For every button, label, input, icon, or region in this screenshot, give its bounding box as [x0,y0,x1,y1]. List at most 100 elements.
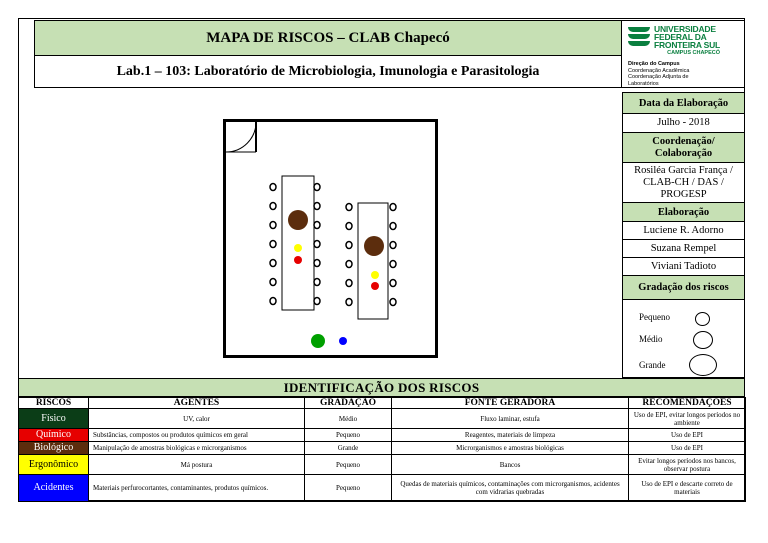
risk-chemical-small [294,256,302,264]
gradacao-legend: Pequeno Médio Grande [622,300,745,378]
stool-icon [345,202,353,212]
stool-icon [269,220,277,230]
logo-line-1: UNIVERSIDADE [654,24,716,34]
elaboracao-name-1: Luciene R. Adorno [622,222,745,240]
legend-small-label: Pequeno [639,312,670,322]
logo-campus: CAMPUS CHAPECÓ [667,50,721,56]
agentes-cell: UV, calor [88,408,305,429]
gradacao-cell: Pequeno [304,474,392,502]
gradacao-cell: Médio [304,408,392,429]
stool-icon [313,239,321,249]
recomendacoes-cell: Uso de EPI [628,428,746,442]
legend-medium-label: Médio [639,334,663,344]
elaboracao-name-2: Suzana Rempel [622,240,745,258]
elaboracao-label: Elaboração [622,203,745,222]
fonte-cell: Quedas de materiais químicos, contaminaç… [391,474,629,502]
stool-icon [313,277,321,287]
risk-table: RISCOS AGENTES GRADAÇÃO FONTE GERADORA R… [18,397,746,502]
coord-label-2: Colaboração [654,147,713,159]
bench-1 [281,175,315,311]
risk-physical-medium [311,334,325,348]
floor-plan [223,119,438,358]
stool-icon [269,258,277,268]
data-value: Julho - 2018 [622,114,745,133]
logo-coord-1: Coordenação Acadêmica [628,67,690,74]
header-riscos: RISCOS [18,397,89,409]
legend-medium-circle [693,331,713,349]
recomendacoes-cell: Uso de EPI, evitar longos períodos no am… [628,408,746,429]
risk-biological-large-2 [364,236,384,256]
risk-ergonomic-small-2 [371,271,379,279]
risco-ergonomico: Ergonômico [18,454,89,475]
floor-plan-drawing [225,121,397,348]
recomendacoes-cell: Uso de EPI [628,441,746,455]
risk-chemical-small-2 [371,282,379,290]
coord-value-2: CLAB-CH / DAS / [643,176,724,188]
bench-2 [357,202,389,320]
stool-icon [269,201,277,211]
page-title: MAPA DE RISCOS – CLAB Chapecó [34,20,622,56]
recomendacoes-cell: Evitar longos períodos nos bancos, obser… [628,454,746,475]
agentes-cell: Má postura [88,454,305,475]
stool-icon [389,297,397,307]
stool-icon [389,278,397,288]
stool-icon [345,278,353,288]
stool-icon [269,239,277,249]
recomendacoes-cell: Uso de EPI e descarte correto de materia… [628,474,746,502]
risco-quimico: Químico [18,428,89,442]
header-recomendacoes: RECOMENDAÇÕES [628,397,746,409]
stool-icon [345,297,353,307]
header-fonte: FONTE GERADORA [391,397,629,409]
stool-icon [345,259,353,269]
risk-biological-large [288,210,308,230]
coord-value-1: Rosiléa Garcia França / [634,164,733,176]
table-row: Biológico Manipulação de amostras biológ… [18,441,746,455]
risco-biologico: Biológico [18,441,89,455]
stool-icon [269,182,277,192]
fonte-cell: Fluxo laminar, estufa [391,408,629,429]
stool-icon [313,296,321,306]
gradacao-cell: Grande [304,441,392,455]
header-gradacao: GRADAÇÃO [304,397,392,409]
uffs-logo-icon [628,27,650,47]
fonte-cell: Bancos [391,454,629,475]
gradacao-cell: Pequeno [304,428,392,442]
logo-line-2: FEDERAL DA [654,32,707,42]
risk-accident-small [339,337,347,345]
stool-icon [313,258,321,268]
stool-icon [269,277,277,287]
legend-large-circle [689,354,717,376]
agentes-cell: Materiais perfurocortantes, contaminante… [88,474,305,502]
logo-coord-2: Coordenação Adjunta de [628,74,689,80]
gradacao-label: Gradação dos riscos [622,276,745,300]
stool-icon [313,182,321,192]
table-row: Ergonômico Má postura Pequeno Bancos Evi… [18,454,746,475]
stool-icon [313,220,321,230]
stool-icon [389,221,397,231]
coord-label: Coordenação/ Colaboração [622,133,745,163]
risk-ergonomic-small [294,244,302,252]
stool-icon [389,202,397,212]
university-logo: UNIVERSIDADE FEDERAL DA FRONTEIRA SUL CA… [628,25,740,56]
stool-icon [389,259,397,269]
table-row: Físico UV, calor Médio Fluxo laminar, es… [18,408,746,429]
lab-subtitle: Lab.1 – 103: Laboratório de Microbiologi… [34,56,622,88]
coord-value-3: PROGESP [660,188,707,200]
risco-fisico: Físico [18,408,89,429]
risco-acidentes: Acidentes [18,474,89,502]
legend-large-label: Grande [639,360,666,370]
elaboracao-name-3: Viviani Tadioto [622,258,745,276]
door-icon [225,121,257,153]
agentes-cell: Substâncias, compostos ou produtos quími… [88,428,305,442]
stools [269,182,397,307]
coord-label-1: Coordenação/ [652,135,715,147]
gradacao-cell: Pequeno [304,454,392,475]
stool-icon [345,221,353,231]
university-logo-box: UNIVERSIDADE FEDERAL DA FRONTEIRA SUL CA… [622,20,745,88]
table-row: Químico Substâncias, compostos ou produt… [18,428,746,442]
stool-icon [345,240,353,250]
agentes-cell: Manipulação de amostras biológicas e mic… [88,441,305,455]
table-row: Acidentes Materiais perfurocortantes, co… [18,474,746,502]
fonte-cell: Microrganismos e amostras biológicas [391,441,629,455]
logo-coord-3: Laboratórios [628,80,659,87]
